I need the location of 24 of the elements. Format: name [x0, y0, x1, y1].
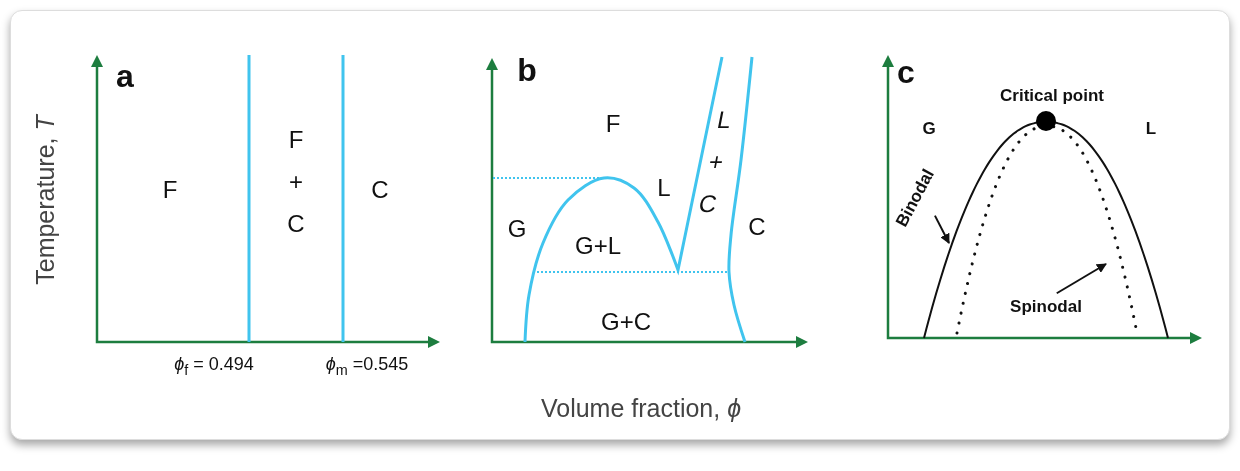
phase-label: G [922, 119, 936, 137]
spinodal-curve [955, 124, 1139, 335]
phase-label: F [162, 178, 178, 202]
panel-letter: a [116, 60, 134, 92]
panel-letter: b [517, 54, 537, 86]
axis-title: Temperature, T [32, 115, 58, 285]
leader-arrow [1055, 263, 1107, 295]
point-label: Critical point [1000, 86, 1104, 104]
phase-label: L + C [695, 105, 735, 219]
phase-label: C [371, 178, 389, 202]
curve-label: Spinodal [1010, 297, 1082, 315]
axis-title: Volume fraction, ϕ [540, 395, 742, 421]
phase-label: G+C [601, 310, 651, 334]
phase-label: G+L [575, 234, 621, 258]
phase-label: L [657, 176, 671, 200]
tick-label: ϕ$_{m}$ =0.545 [325, 354, 409, 378]
phase-label: F + C [286, 125, 306, 239]
leader-arrow [933, 214, 950, 244]
panel-letter: c [897, 56, 915, 88]
phase-label: F [605, 112, 621, 136]
tick-label: ϕ$_{f}$ = 0.494 [174, 354, 254, 378]
phase-label: C [748, 215, 766, 239]
phase-label: L [1145, 119, 1157, 137]
phase-label: G [507, 217, 527, 241]
